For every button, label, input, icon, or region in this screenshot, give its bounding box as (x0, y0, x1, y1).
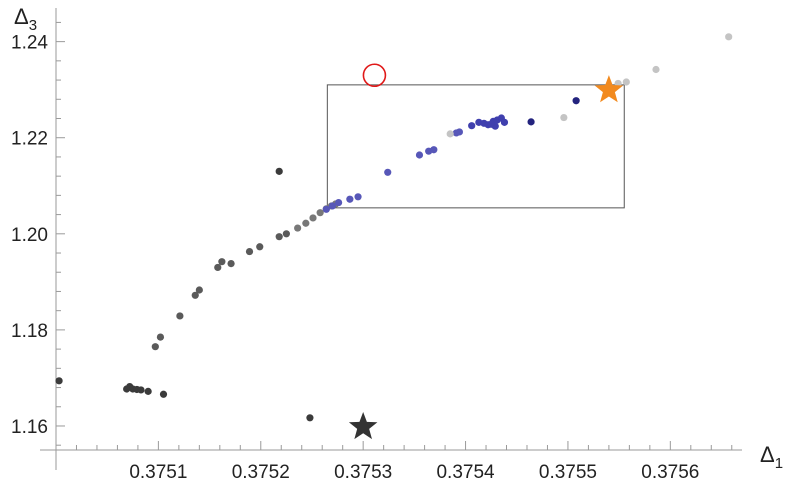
data-point (309, 214, 317, 222)
data-point (455, 128, 464, 136)
data-point (527, 118, 535, 126)
y-axis-title-base: Δ (14, 4, 29, 29)
x-tick-label: 0.3752 (232, 462, 290, 483)
data-point (256, 243, 264, 251)
y-axis-title: Δ3 (14, 4, 37, 34)
data-point (245, 247, 254, 256)
data-point (227, 259, 235, 268)
x-axis-title: Δ1 (760, 442, 783, 472)
data-point (55, 377, 63, 385)
data-point (652, 65, 660, 74)
data-point (725, 33, 733, 41)
markers (348, 63, 624, 440)
x-tick-label: 0.3754 (436, 462, 495, 483)
data-point (468, 122, 476, 130)
x-tick-label: 0.3755 (539, 462, 597, 483)
data-point (430, 146, 438, 154)
tick-labels: 0.3751 0.3752 0.3753 0.3754 0.3755 0.3756 1.16… (11, 33, 699, 483)
data-point (415, 151, 424, 159)
x-tick-label: 0.3753 (334, 462, 392, 483)
data-point (191, 291, 199, 299)
data-point (346, 195, 354, 203)
data-point (294, 224, 302, 232)
x-tick-label: 0.3751 (129, 462, 187, 483)
y-axis-title-sub: 3 (29, 17, 37, 34)
x-tick-label: 0.3756 (641, 462, 699, 483)
data-point (176, 312, 184, 320)
open-circle-marker (362, 63, 387, 88)
data-point (159, 390, 168, 398)
x-axis-title-sub: 1 (775, 455, 783, 472)
y-tick-label: 1.16 (11, 417, 48, 438)
highlight-region (326, 84, 625, 209)
data-point (282, 230, 290, 238)
y-tick-label: 1.20 (11, 225, 48, 246)
data-point (316, 209, 324, 217)
data-point (275, 167, 283, 175)
region-layer (326, 84, 625, 209)
data-point (151, 343, 159, 351)
data-point (334, 198, 343, 207)
y-tick-label: 1.24 (11, 33, 48, 54)
data-point (195, 286, 203, 294)
data-point (572, 97, 580, 105)
y-tick-label: 1.18 (11, 321, 48, 342)
data-point (500, 118, 509, 126)
data-point (214, 263, 222, 272)
data-point (384, 168, 392, 176)
axis-ticks (55, 21, 733, 450)
y-tick-label: 1.22 (11, 129, 48, 150)
data-point (144, 387, 152, 395)
star-marker (594, 75, 624, 103)
axes (40, 8, 742, 470)
data-point (354, 193, 362, 201)
x-axis-title-base: Δ (760, 442, 775, 467)
data-point (487, 120, 495, 128)
data-point (622, 78, 630, 86)
data-point (156, 333, 165, 341)
data-point (446, 130, 454, 138)
data-point (560, 113, 568, 122)
data-point (218, 258, 226, 266)
star-marker (348, 411, 378, 440)
data-points (55, 33, 733, 422)
data-point (137, 386, 145, 394)
data-point (328, 202, 337, 210)
data-point (322, 205, 330, 213)
data-point (302, 219, 310, 227)
data-point (275, 233, 283, 241)
data-point (306, 414, 314, 422)
